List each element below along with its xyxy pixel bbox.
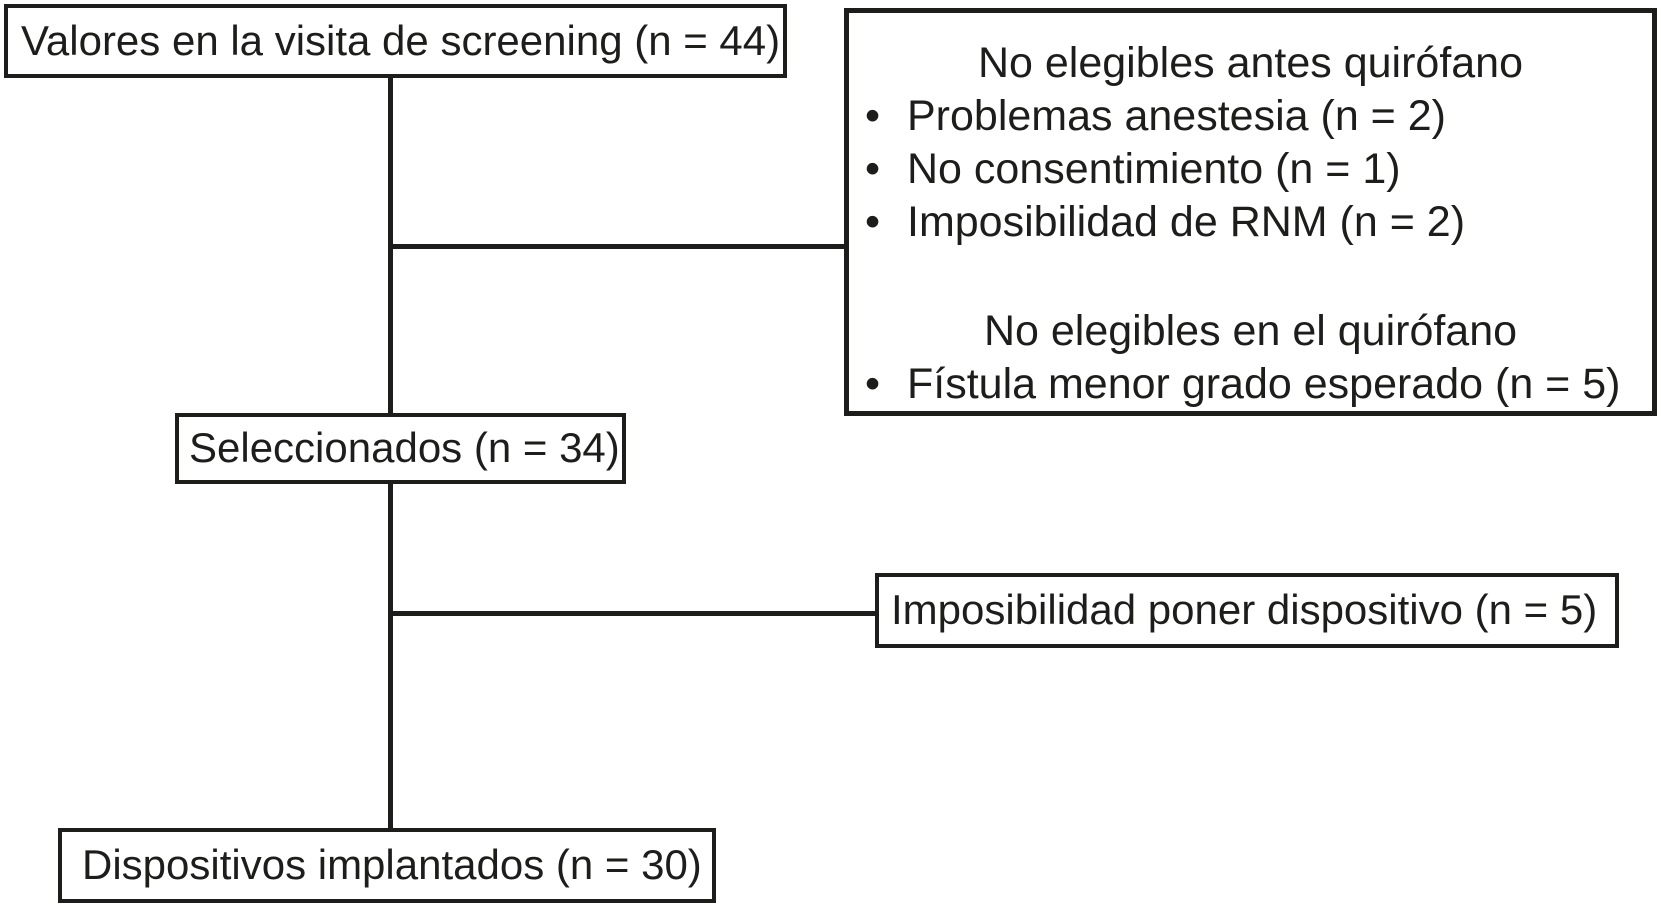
exclusion-item-fistula: Fístula menor grado esperado (n = 5) <box>907 360 1621 408</box>
connector-branch-to-impossible-line <box>393 611 875 616</box>
connector-selected-to-implanted-line <box>388 483 393 829</box>
section-spacer <box>849 249 1652 305</box>
node-device-impossible: Imposibilidad poner dispositivo (n = 5) <box>875 573 1619 648</box>
node-exclusions: No elegibles antes quirófano • Problemas… <box>844 8 1657 416</box>
connector-screening-to-selected-line <box>388 76 393 414</box>
bullet-icon: • <box>865 198 881 246</box>
list-item: • Imposibilidad de RNM (n = 2) <box>849 196 1652 249</box>
bullet-icon: • <box>865 360 881 408</box>
exclusion-item-rnm: Imposibilidad de RNM (n = 2) <box>907 198 1466 246</box>
list-item: • Fístula menor grado esperado (n = 5) <box>849 358 1652 411</box>
node-selected: Seleccionados (n = 34) <box>175 413 626 484</box>
connector-branch-to-exclusions-line <box>393 244 844 249</box>
node-screening-visit: Valores en la visita de screening (n = 4… <box>4 4 787 78</box>
node-devices-implanted: Dispositivos implantados (n = 30) <box>58 828 716 903</box>
list-item: • No consentimiento (n = 1) <box>849 143 1652 196</box>
exclusions-heading-before-surgery: No elegibles antes quirófano <box>977 39 1524 87</box>
bullet-icon: • <box>865 92 881 140</box>
bullet-icon: • <box>865 145 881 193</box>
exclusions-heading-in-surgery: No elegibles en el quirófano <box>983 307 1518 355</box>
list-item: • Problemas anestesia (n = 2) <box>849 90 1652 143</box>
exclusion-item-anesthesia: Problemas anestesia (n = 2) <box>907 92 1446 140</box>
exclusion-item-consent: No consentimiento (n = 1) <box>907 145 1401 193</box>
